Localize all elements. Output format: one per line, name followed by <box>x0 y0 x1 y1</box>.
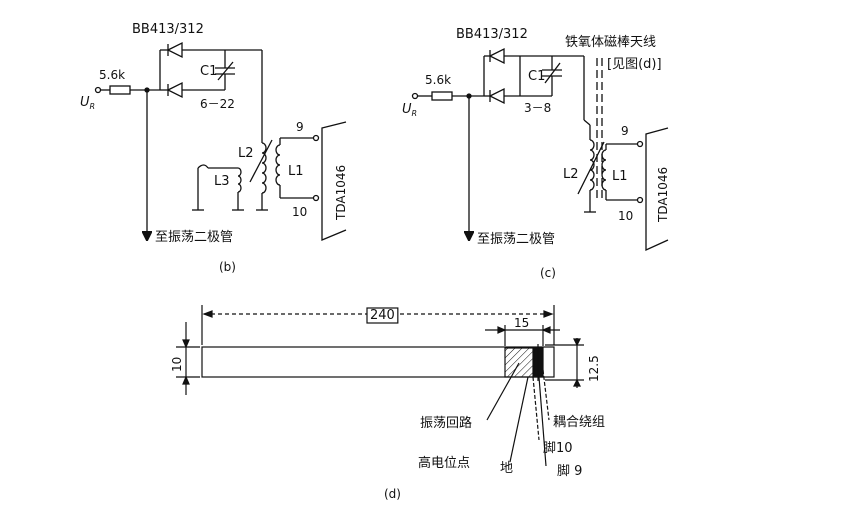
panel-c-input-label: UR <box>402 102 417 118</box>
panel-c-pin-10 <box>636 196 644 204</box>
panel-b: BB413/312 UR 5.6k 至振荡二极管 C1 6－22 <box>80 22 348 274</box>
panel-c-caption: (c) <box>540 266 556 280</box>
panel-b-coil-l2-label: L2 <box>238 146 254 161</box>
panel-b-diode-top <box>166 41 183 59</box>
panel-c-pin-9-label: 9 <box>621 124 629 138</box>
panel-c-coil-l1 <box>601 149 607 191</box>
panel-b-pin-10-label: 10 <box>292 205 307 219</box>
panel-b-input-label: UR <box>80 95 95 111</box>
panel-c-capacitor-label: C1 <box>528 69 545 84</box>
panel-b-coil-l1-label: L1 <box>288 164 304 179</box>
panel-d-label-coupling: 耦合绕组 <box>553 415 605 430</box>
panel-b-input-terminal <box>94 86 102 94</box>
panel-c-chip-label: TDA1046 <box>656 167 670 223</box>
panel-b-caption: (b) <box>219 260 236 274</box>
panel-c-coil-l2 <box>589 139 595 191</box>
panel-b-pin-10 <box>312 194 320 202</box>
panel-c-coil-l2-label: L2 <box>563 167 579 182</box>
panel-d: 240 15 10 12.5 振荡回路 高电位点 地 耦合绕组 脚10 脚 9 <box>170 305 605 501</box>
panel-c-pin-10-label: 10 <box>618 209 633 223</box>
panel-d-winding-width-label: 15 <box>514 316 529 330</box>
panel-c-diode-bottom <box>488 87 505 105</box>
panel-b-coil-l3-label: L3 <box>214 174 230 189</box>
panel-d-label-osc-loop: 振荡回路 <box>420 415 472 431</box>
panel-c-antenna-ref: [见图(d)] <box>607 57 662 72</box>
panel-b-capacitor-label: C1 <box>200 64 217 79</box>
panel-b-resistor <box>109 85 131 95</box>
panel-d-diameter-label: 10 <box>170 357 184 372</box>
panel-d-caption: (d) <box>384 487 401 501</box>
panel-b-diode-bottom <box>166 81 183 99</box>
panel-c-diode-top <box>488 47 505 65</box>
panel-d-winding-diameter-label: 12.5 <box>587 355 601 382</box>
panel-d-osc-winding <box>504 347 534 378</box>
panel-d-ferrite-rod <box>201 346 555 378</box>
panel-d-length-label: 240 <box>370 308 395 323</box>
panel-b-diode-label: BB413/312 <box>132 22 204 37</box>
panel-c-resistor-label: 5.6k <box>425 73 451 87</box>
panel-c-pin-9 <box>636 140 644 148</box>
panel-b-chip-label: TDA1046 <box>334 165 348 221</box>
panel-b-resistor-label: 5.6k <box>99 68 125 82</box>
panel-b-pin-9-label: 9 <box>296 120 304 134</box>
panel-b-chip-outline <box>321 121 347 241</box>
panel-d-label-pin9: 脚 9 <box>557 463 582 479</box>
panel-b-arrow-text: 至振荡二极管 <box>155 230 233 245</box>
panel-d-label-pin10: 脚10 <box>543 440 573 456</box>
panel-c-arrow-text: 至振荡二极管 <box>477 232 555 247</box>
panel-b-capacitor-range: 6－22 <box>200 97 235 111</box>
panel-c-coil-l1-label: L1 <box>612 169 628 184</box>
panel-c-input-terminal <box>411 92 419 100</box>
panel-b-coil-l2 <box>261 142 267 194</box>
panel-b-pin-9 <box>312 134 320 142</box>
panel-c: BB413/312 铁氧体磁棒天线 [见图(d)] UR 5.6k 至振荡二极管… <box>402 27 670 280</box>
panel-c-chip-outline <box>645 127 669 252</box>
panel-d-label-high-potential: 高电位点 <box>418 455 470 471</box>
panel-c-resistor <box>431 91 453 101</box>
panel-c-capacitor-range: 3－8 <box>524 101 551 115</box>
panel-c-diode-label: BB413/312 <box>456 27 528 42</box>
panel-d-label-ground: 地 <box>500 461 513 476</box>
panel-c-antenna-label: 铁氧体磁棒天线 <box>565 35 656 50</box>
panel-d-length-label-bg <box>366 307 399 324</box>
panel-b-coil-l1 <box>275 144 281 186</box>
panel-b-coil-l3 <box>237 167 242 193</box>
